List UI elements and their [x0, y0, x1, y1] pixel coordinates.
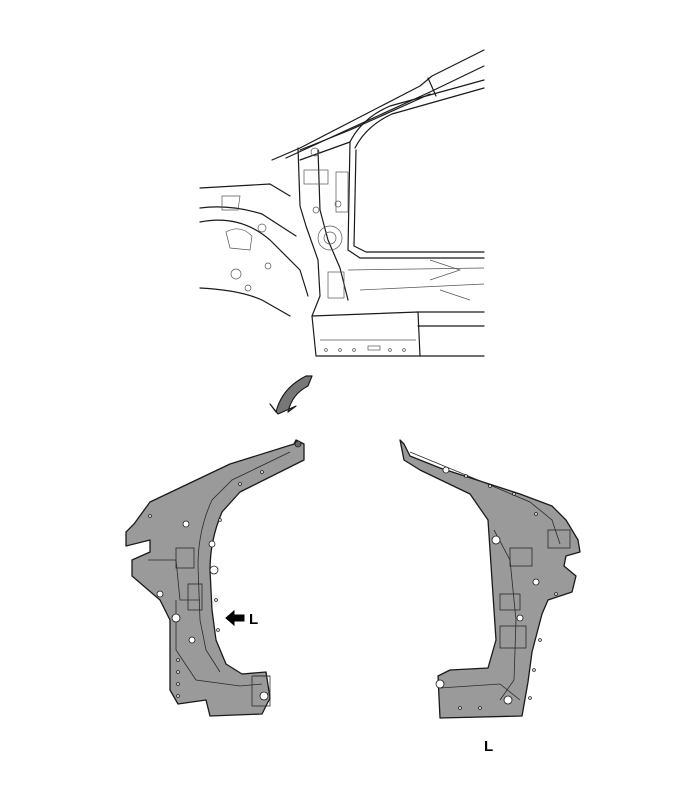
left-arrow-icon [225, 609, 245, 627]
right-pillar-panel [399, 439, 581, 719]
right-panel-label: L [484, 738, 493, 755]
curved-arrow-icon [269, 375, 313, 415]
vehicle-body-assembly [199, 49, 485, 357]
left-pillar-panel [125, 439, 305, 717]
left-panel-label: L [249, 611, 258, 628]
